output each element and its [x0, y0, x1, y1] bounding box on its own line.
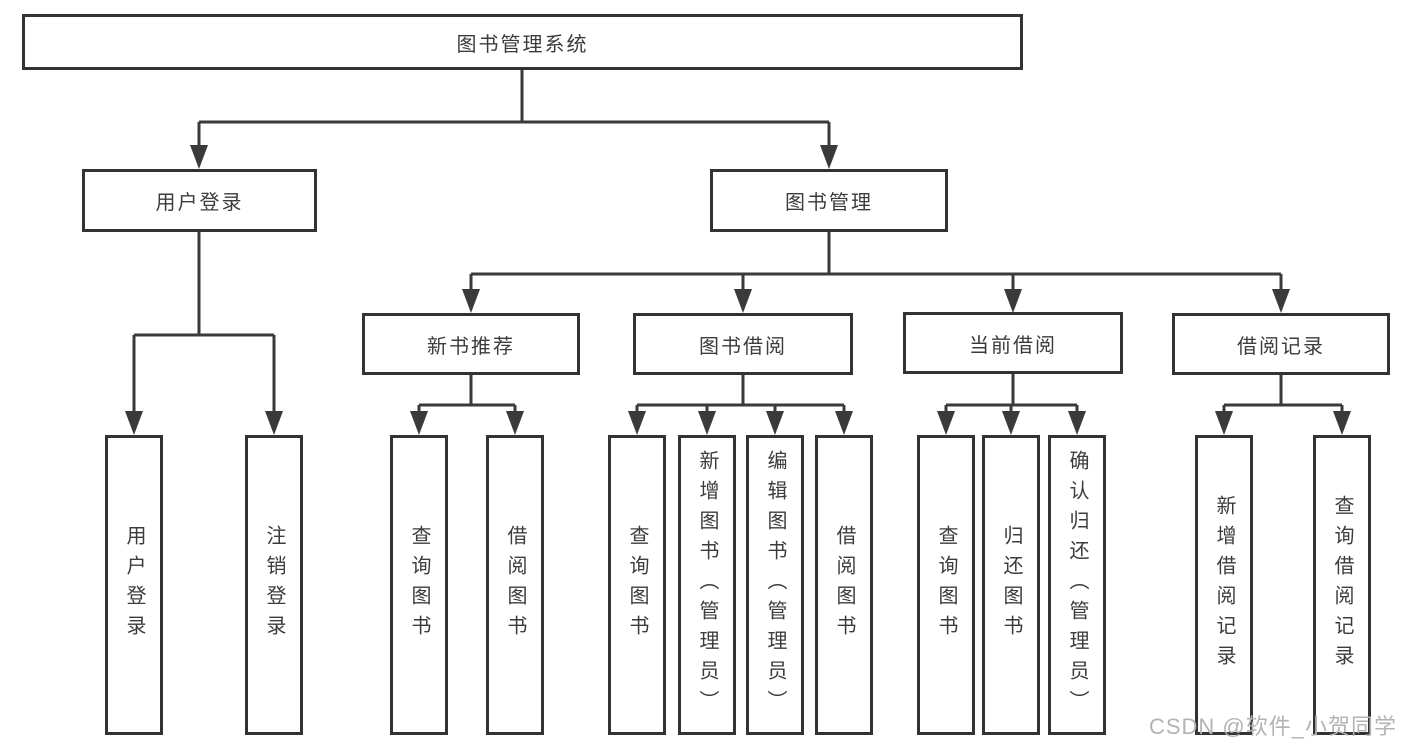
leaf-confirm-return-admin: 确认归还（管理员）	[1048, 435, 1106, 735]
node-current-borrow: 当前借阅	[903, 312, 1123, 374]
leaf-add-books-admin: 新增图书（管理员）	[678, 435, 736, 735]
leaf-query-books-recommend: 查询图书	[390, 435, 448, 735]
edges-user-login	[125, 232, 283, 435]
node-root: 图书管理系统	[22, 14, 1023, 70]
node-new-book-recommend: 新书推荐	[362, 313, 580, 375]
leaf-borrow-books-recommend: 借阅图书	[486, 435, 544, 735]
leaf-add-borrow-record: 新增借阅记录	[1195, 435, 1253, 735]
leaf-query-books-borrow: 查询图书	[608, 435, 666, 735]
edges-borrow-records	[1215, 375, 1351, 435]
edges-new-book-recommend	[410, 375, 524, 435]
node-book-borrow: 图书借阅	[633, 313, 853, 375]
leaf-query-books-current: 查询图书	[917, 435, 975, 735]
leaf-return-books: 归还图书	[982, 435, 1040, 735]
edges-book-management	[462, 232, 1290, 313]
leaf-user-login: 用户登录	[105, 435, 163, 735]
edges-current-borrow	[937, 374, 1086, 435]
csdn-watermark: CSDN @软件_小贺同学	[1148, 714, 1397, 739]
node-book-management: 图书管理	[710, 169, 948, 232]
edges-book-borrow	[628, 375, 853, 435]
node-borrow-records: 借阅记录	[1172, 313, 1390, 375]
leaf-query-borrow-record: 查询借阅记录	[1313, 435, 1371, 735]
leaf-logout: 注销登录	[245, 435, 303, 735]
leaf-edit-books-admin: 编辑图书（管理员）	[746, 435, 804, 735]
node-user-login: 用户登录	[82, 169, 317, 232]
leaf-borrow-books: 借阅图书	[815, 435, 873, 735]
edges-root	[190, 70, 838, 169]
